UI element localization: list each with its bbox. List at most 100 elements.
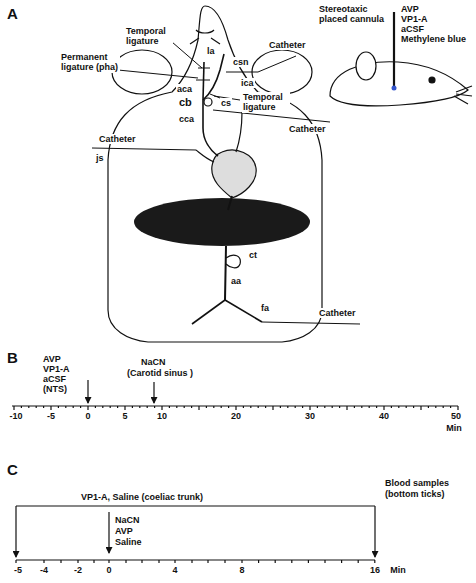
tick-mark bbox=[398, 406, 399, 408]
tick-mark bbox=[87, 406, 88, 410]
tick-mark bbox=[15, 560, 16, 563]
tick-mark bbox=[125, 560, 126, 563]
tick-mark bbox=[291, 560, 292, 563]
tick-mark bbox=[324, 560, 325, 563]
tick-mark bbox=[184, 406, 185, 408]
tick-mark bbox=[50, 406, 51, 410]
part-label: Stereotaxic placed cannula bbox=[318, 4, 392, 25]
tick-mark bbox=[213, 406, 214, 408]
tick-mark bbox=[176, 406, 177, 408]
part-label: ica bbox=[240, 78, 255, 88]
tick-label: 4 bbox=[171, 565, 178, 575]
tick-label: -5 bbox=[13, 565, 23, 575]
part-label: cs bbox=[220, 98, 232, 108]
tick-mark bbox=[228, 406, 229, 408]
tick-mark bbox=[73, 406, 74, 408]
part-label: (NTS) bbox=[42, 384, 68, 394]
part-label: Catheter bbox=[288, 124, 327, 134]
tick-mark bbox=[241, 560, 242, 563]
tick-mark bbox=[158, 560, 159, 563]
tick-mark bbox=[258, 560, 259, 563]
tick-mark bbox=[435, 406, 436, 408]
tick-mark bbox=[443, 406, 444, 408]
part-label: aa bbox=[230, 276, 242, 286]
part-label: AVP bbox=[400, 4, 420, 14]
tick-mark bbox=[428, 406, 429, 408]
tick-mark bbox=[95, 406, 96, 408]
tick-label: 16 bbox=[369, 565, 381, 575]
part-label: Catheter bbox=[318, 308, 357, 318]
part-label: cca bbox=[178, 114, 195, 124]
part-label: aCSF bbox=[42, 374, 67, 384]
tick-mark bbox=[141, 560, 142, 563]
tick-mark bbox=[317, 406, 318, 408]
tick-mark bbox=[77, 560, 78, 563]
tick-mark bbox=[154, 406, 155, 408]
panel-letter: B bbox=[6, 350, 19, 365]
tick-mark bbox=[191, 560, 192, 563]
part-label: aca bbox=[176, 84, 193, 94]
panel-letter: C bbox=[6, 462, 19, 477]
tick-mark bbox=[302, 406, 303, 408]
tick-mark bbox=[280, 406, 281, 408]
tick-mark bbox=[391, 406, 392, 408]
part-label: aCSF bbox=[400, 24, 425, 34]
tick-mark bbox=[457, 406, 458, 410]
tick-mark bbox=[258, 406, 259, 408]
part-label: VP1-A bbox=[400, 14, 429, 24]
part-label: Temporal ligature bbox=[125, 26, 173, 47]
tick-mark bbox=[65, 406, 66, 408]
part-label: NaCN bbox=[114, 515, 141, 525]
tick-mark bbox=[102, 406, 103, 408]
tick-mark bbox=[21, 406, 22, 408]
tick-mark bbox=[207, 560, 208, 563]
tick-mark bbox=[250, 406, 251, 408]
part-label: Temporal ligature bbox=[242, 92, 290, 113]
tick-mark bbox=[369, 406, 370, 408]
timeline-b bbox=[12, 380, 458, 410]
tick-label: 0 bbox=[84, 411, 91, 421]
tick-mark bbox=[13, 406, 14, 410]
tick-mark bbox=[58, 406, 59, 408]
part-label: (Carotid sinus ) bbox=[126, 368, 194, 378]
tick-mark bbox=[36, 406, 37, 408]
tick-mark bbox=[132, 406, 133, 408]
heart bbox=[212, 150, 256, 198]
part-label: NaCN bbox=[140, 357, 167, 367]
tick-mark bbox=[420, 406, 421, 410]
tick-mark bbox=[265, 406, 266, 408]
part-label: ct bbox=[248, 250, 258, 260]
tick-label: Min bbox=[389, 565, 407, 575]
tick-mark bbox=[206, 406, 207, 408]
liver bbox=[134, 198, 310, 246]
tick-mark bbox=[324, 406, 325, 408]
tick-mark bbox=[374, 560, 375, 563]
tick-mark bbox=[221, 406, 222, 408]
panel-letter: A bbox=[6, 6, 19, 21]
tick-label: -2 bbox=[73, 565, 83, 575]
tick-mark bbox=[383, 406, 384, 410]
part-label: csn bbox=[232, 57, 250, 67]
tick-mark bbox=[108, 560, 109, 563]
tick-mark bbox=[272, 406, 273, 410]
tick-mark bbox=[161, 406, 162, 410]
tick-mark bbox=[332, 406, 333, 408]
part-label: Permanent ligature (pha) bbox=[60, 52, 120, 73]
part-label: VP1-A bbox=[42, 364, 71, 374]
tick-label: 30 bbox=[304, 411, 316, 421]
rat-outline bbox=[108, 6, 322, 342]
part-label: AVP bbox=[42, 354, 62, 364]
tick-mark bbox=[28, 406, 29, 408]
tick-mark bbox=[117, 406, 118, 408]
tick-mark bbox=[60, 560, 61, 563]
tick-label: -10 bbox=[8, 411, 23, 421]
tick-label: 5 bbox=[121, 411, 128, 421]
part-label: Blood samples bbox=[384, 478, 450, 488]
tick-mark bbox=[147, 406, 148, 408]
tick-mark bbox=[235, 406, 236, 410]
tick-mark bbox=[80, 406, 81, 408]
tick-mark bbox=[354, 406, 355, 408]
tick-label: 20 bbox=[230, 411, 242, 421]
tick-mark bbox=[339, 406, 340, 408]
